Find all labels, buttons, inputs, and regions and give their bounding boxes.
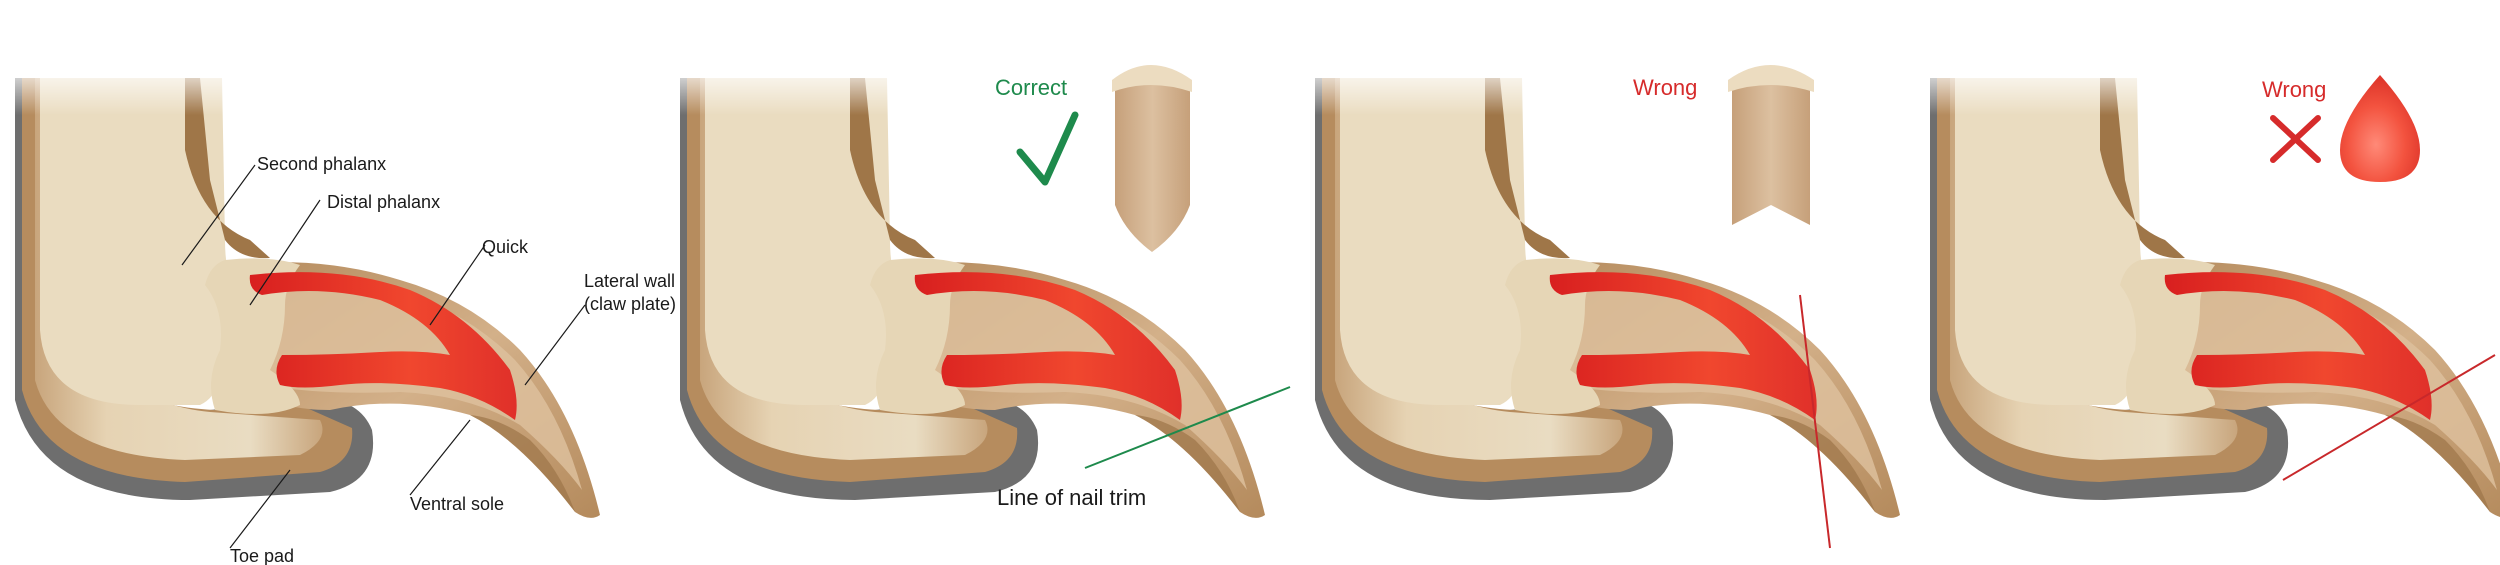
label-lateral-wall: Lateral wall [584, 271, 675, 291]
trimmed-claw-pointed-icon [1112, 65, 1192, 252]
label-claw-plate: (claw plate) [584, 294, 676, 314]
panel-anatomy: Second phalanx Distal phalanx Quick Late… [0, 60, 676, 565]
checkmark-icon [1020, 115, 1075, 182]
panel-wrong-bleed: Wrong [1915, 60, 2500, 518]
x-icon [2273, 118, 2318, 160]
label-trim-line: Line of nail trim [997, 485, 1146, 510]
trimmed-claw-notched-icon [1728, 65, 1814, 225]
label-distal-phalanx: Distal phalanx [327, 192, 440, 212]
label-quick: Quick [482, 237, 529, 257]
panel-wrong-deep: Wrong [1300, 60, 1900, 548]
verdict-wrong-2: Wrong [2262, 77, 2326, 102]
verdict-wrong-1: Wrong [1633, 75, 1697, 100]
verdict-correct: Correct [995, 75, 1067, 100]
label-second-phalanx: Second phalanx [257, 154, 386, 174]
label-toe-pad: Toe pad [230, 546, 294, 565]
blood-drop-icon [2340, 75, 2420, 182]
panel-correct: Line of nail trim Correct [665, 60, 1290, 518]
label-ventral-sole: Ventral sole [410, 494, 504, 514]
